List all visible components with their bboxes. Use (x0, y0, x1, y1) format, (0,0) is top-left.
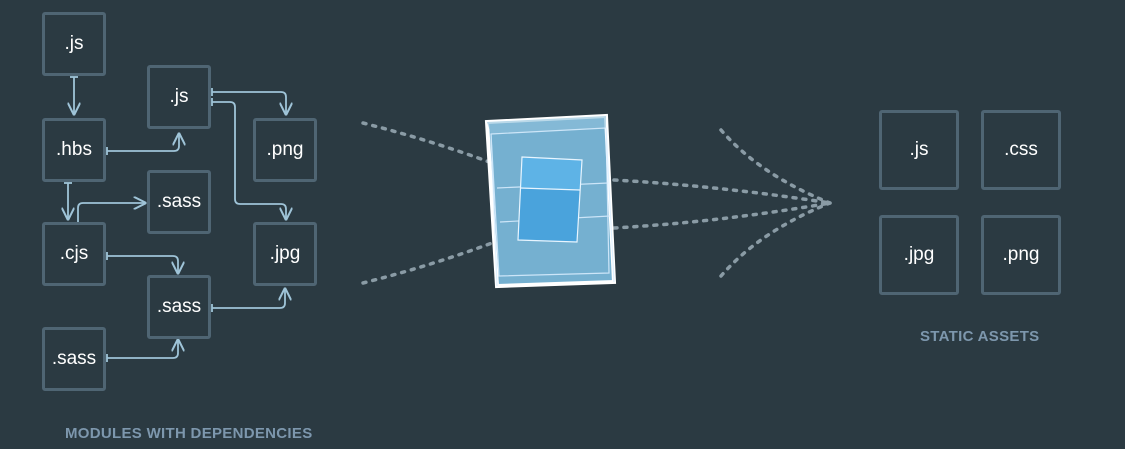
dependency-arrow (77, 203, 145, 222)
dependency-arrow (212, 289, 285, 309)
module-cjs: .cjs (42, 222, 106, 286)
module-sass-bottom: .sass (42, 327, 106, 391)
dependency-arrow (212, 101, 286, 219)
asset-js: .js (879, 110, 959, 190)
module-js-top: .js (42, 12, 106, 76)
dependency-arrow (107, 340, 178, 359)
module-sass-middle: .sass (147, 275, 211, 339)
assets-caption: STATIC ASSETS (920, 328, 1040, 345)
module-js-center: .js (147, 65, 211, 129)
module-jpg: .jpg (253, 222, 317, 286)
asset-css: .css (981, 110, 1061, 190)
dependency-arrow (107, 134, 179, 152)
output-flow-line (612, 201, 832, 230)
input-flow-line (361, 241, 494, 285)
output-flow-line (719, 128, 832, 205)
output-flow-line (719, 201, 832, 278)
dependency-arrow (107, 255, 178, 273)
module-sass-top: .sass (147, 170, 211, 234)
bundler-cube-icon (484, 113, 617, 289)
modules-caption: MODULES WITH DEPENDENCIES (65, 425, 313, 442)
output-flow-line (612, 178, 832, 205)
module-hbs: .hbs (42, 118, 106, 182)
asset-jpg: .jpg (879, 215, 959, 295)
input-flow-line (361, 121, 494, 165)
module-png: .png (253, 118, 317, 182)
dependency-arrow (212, 91, 286, 114)
asset-png: .png (981, 215, 1061, 295)
